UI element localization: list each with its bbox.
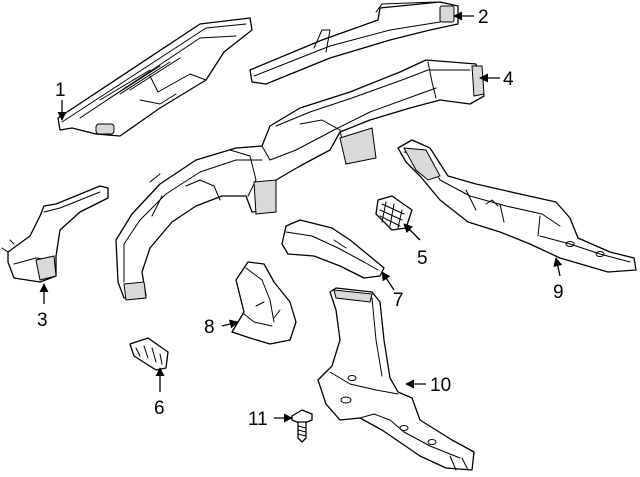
part-2-upper-duct bbox=[249, 1, 459, 85]
callout-9: 9 bbox=[553, 282, 564, 303]
part-10-center-floor-duct bbox=[317, 287, 475, 471]
callout-1: 1 bbox=[55, 80, 66, 101]
callout-7: 7 bbox=[393, 290, 404, 311]
callout-4: 4 bbox=[503, 69, 514, 90]
callout-8: 8 bbox=[204, 317, 215, 338]
part-11-screw bbox=[291, 409, 313, 443]
callout-11: 11 bbox=[248, 409, 268, 430]
part-8-lower-duct bbox=[231, 261, 297, 345]
callout-10: 10 bbox=[430, 375, 451, 396]
callout-2: 2 bbox=[478, 7, 489, 28]
part-7-center-duct bbox=[281, 219, 385, 279]
part-1-defroster-duct bbox=[57, 17, 253, 137]
callout-6: 6 bbox=[154, 398, 165, 419]
callout-5: 5 bbox=[417, 248, 428, 269]
part-5-grille bbox=[375, 195, 413, 231]
part-6-clip bbox=[129, 337, 169, 371]
part-3-left-duct bbox=[1, 185, 109, 283]
part-4-main-duct bbox=[115, 59, 485, 301]
callout-labels: 1 2 3 4 5 6 7 8 9 10 11 bbox=[37, 7, 564, 430]
callout-leaders bbox=[39, 11, 563, 423]
part-9-rear-floor-duct bbox=[397, 139, 637, 273]
callout-3: 3 bbox=[37, 310, 48, 331]
